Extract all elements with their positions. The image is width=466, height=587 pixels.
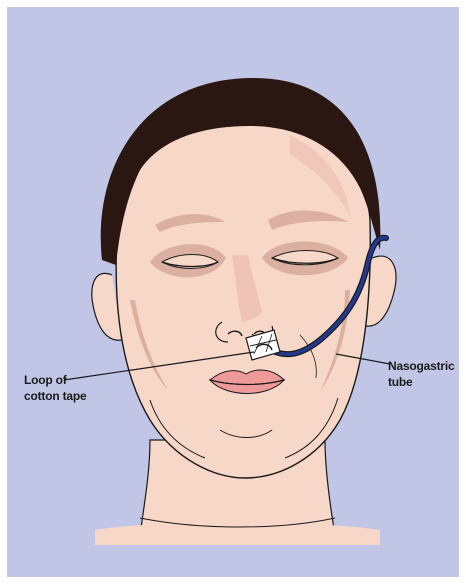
neck-base bbox=[95, 523, 380, 546]
label-loop-line1: Loop of bbox=[24, 372, 86, 388]
label-loop-line2: cotton tape bbox=[24, 388, 86, 404]
label-nasogastric-tube: Nasogastric tube bbox=[388, 358, 455, 390]
label-tube-line2: tube bbox=[388, 374, 455, 390]
label-tube-line1: Nasogastric bbox=[388, 358, 455, 374]
label-loop-of-cotton-tape: Loop of cotton tape bbox=[24, 372, 86, 404]
